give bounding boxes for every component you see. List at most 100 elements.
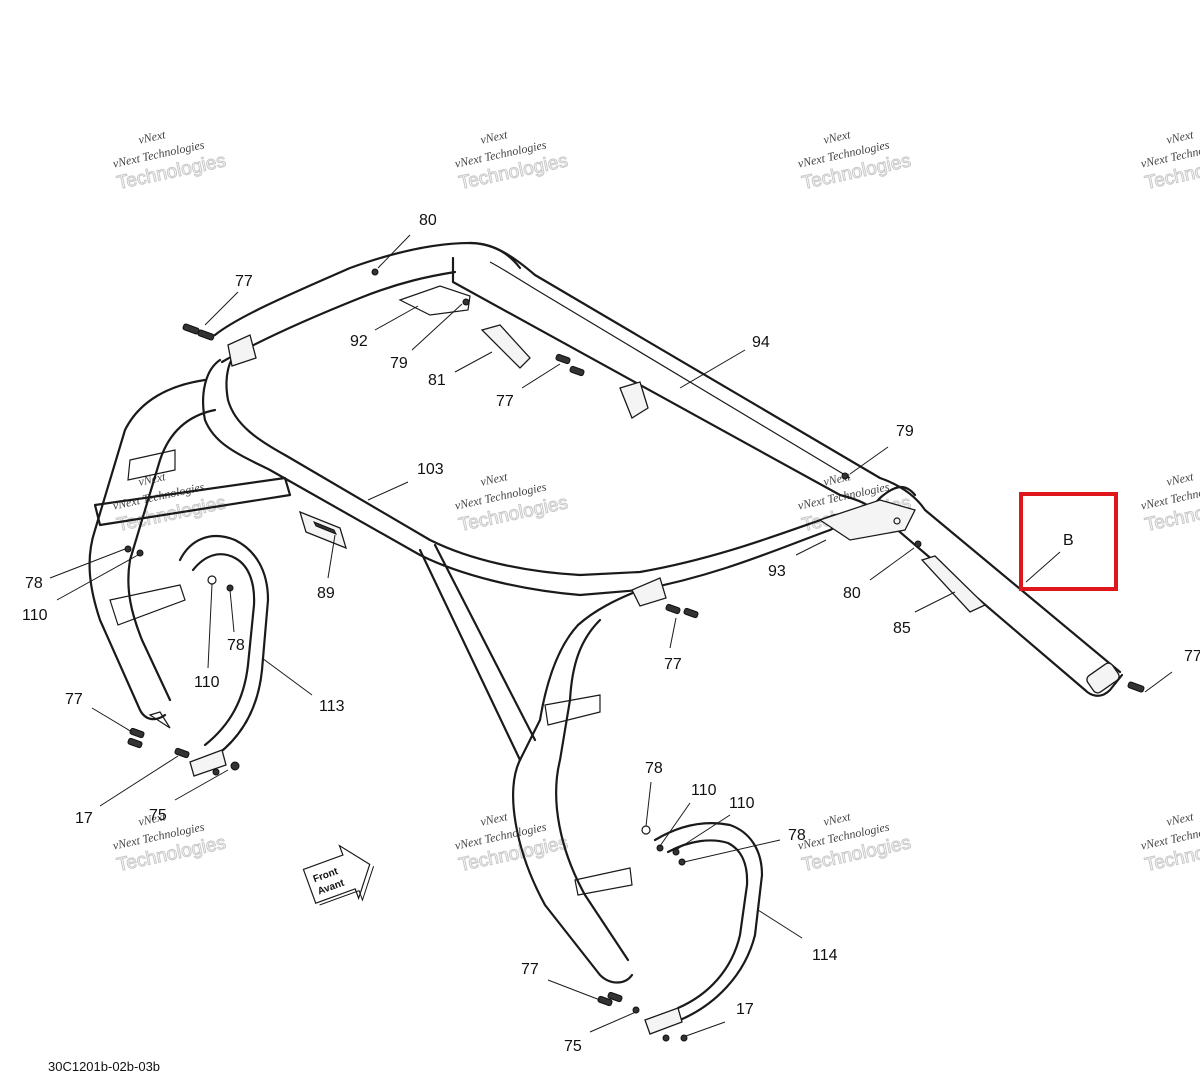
callout-92: 92 [350,333,368,350]
leader-75-bottom [589,1011,637,1033]
leader-80-right [869,547,915,581]
leader-77-lowleft [91,707,133,733]
leader-110-bottom2 [675,814,731,851]
callout-85: 85 [893,620,911,637]
right-rear-end-bracket [1086,662,1120,694]
leader-77-right [1144,671,1173,693]
svg-text:vNext: vNext [479,469,509,489]
callout-77: 77 [235,273,253,290]
bolt [555,353,571,365]
highlight-frame [1019,492,1118,591]
leader-77-center [669,617,677,649]
bracket-hole [893,517,901,525]
nut [656,844,664,852]
watermark: vNext vNext Technologies Technologies [453,809,570,876]
watermark: vNext vNext Technologies Technologies [111,469,228,536]
leader-17-left [99,755,179,807]
center-front-step [544,694,601,726]
leader-17-bottom [685,1021,726,1037]
highlight-box-b: B [1019,492,1118,591]
callout-77: 77 [1184,648,1200,665]
callout-110: 110 [691,782,717,799]
svg-text:vNext: vNext [822,809,852,829]
right-hoop-foot-bracket [644,1007,683,1035]
callout-103: 103 [417,461,444,478]
leader-78-left [49,548,126,579]
left-front-pillar-foot [148,711,171,729]
mid-clamp [619,381,649,419]
nut [136,549,144,557]
callouts: 80 77 92 79 81 77 94 79 103 93 80 85 77 … [22,212,1200,1055]
right-top-bar [468,241,1122,674]
svg-text:vNext: vNext [1165,469,1195,489]
watermark: vNext vNext Technologies Technologies [453,127,570,194]
svg-text:vNext: vNext [479,809,509,829]
leader-b [1025,551,1061,583]
right-lower-hoop [653,822,764,1022]
nut [680,1034,688,1042]
leader-114 [757,909,803,939]
callout-81: 81 [428,372,446,389]
left-front-pillar [88,378,207,721]
leader-103 [367,481,409,501]
right-lower-hoop-inner [666,839,749,1010]
right-top-bar-inner [451,256,1087,692]
rear-top-bar-lower-edge [220,270,457,364]
bolt [607,991,623,1003]
watermark: vNext vNext Technologies Technologies [111,809,228,876]
center-front-diagonal-2 [433,543,537,742]
front-top-bar [202,358,832,597]
leader-110-bottom [659,802,691,847]
leader-81 [454,351,493,373]
callout-79: 79 [896,423,914,440]
callout-80: 80 [419,212,437,229]
callout-110: 110 [194,674,220,691]
leader-77-bottom [547,979,601,1001]
callout-114: 114 [812,947,838,964]
part-81-clip [480,324,531,369]
center-top-clamp [631,577,667,607]
front-arrow-shape [302,844,371,904]
watermark: vNext vNext Technologies Technologies [796,127,913,194]
watermark: vNext vNext Technologies Technologies [1139,127,1200,194]
svg-text:vNext: vNext [137,809,167,829]
leader-79-top [411,303,463,351]
callout-17: 17 [736,1001,754,1018]
front-top-bar-outer [225,348,837,577]
roll-cage-drawing [88,241,1145,1042]
nut [662,1034,670,1042]
bolt [569,365,585,377]
leader-78-left2 [229,589,235,633]
watermark: vNext vNext Technologies Technologies [796,809,913,876]
svg-text:vNext: vNext [822,127,852,147]
center-front-pillar [512,588,642,984]
leader-113 [261,657,313,696]
part-89-plate-mark [312,521,338,535]
svg-text:vNext: vNext [822,469,852,489]
front-right-bracket [818,499,916,541]
left-hoop-foot-bracket [189,749,227,777]
nut [632,1006,640,1014]
diagram-code: 30C1201b-02b-03b [48,1059,160,1074]
svg-text:vNext: vNext [137,127,167,147]
part-85-plate [920,555,987,613]
callout-77: 77 [521,961,539,978]
leader-77-mid [521,363,561,389]
callout-77: 77 [664,656,682,673]
svg-text:vNext: vNext [137,469,167,489]
callout-78: 78 [645,760,663,777]
callout-94: 94 [752,334,770,351]
leader-94 [679,349,746,389]
nut [230,761,240,771]
right-rear-tube-end [1083,673,1124,697]
washer [641,825,651,835]
leader-80-top [377,234,411,269]
leader-79-right [849,446,889,475]
center-front-diagonal [418,548,522,762]
callout-110: 110 [22,607,48,624]
callout-77: 77 [65,691,83,708]
callout-78: 78 [25,575,43,592]
highlight-label: B [1063,532,1074,549]
bolts [124,268,1145,1042]
